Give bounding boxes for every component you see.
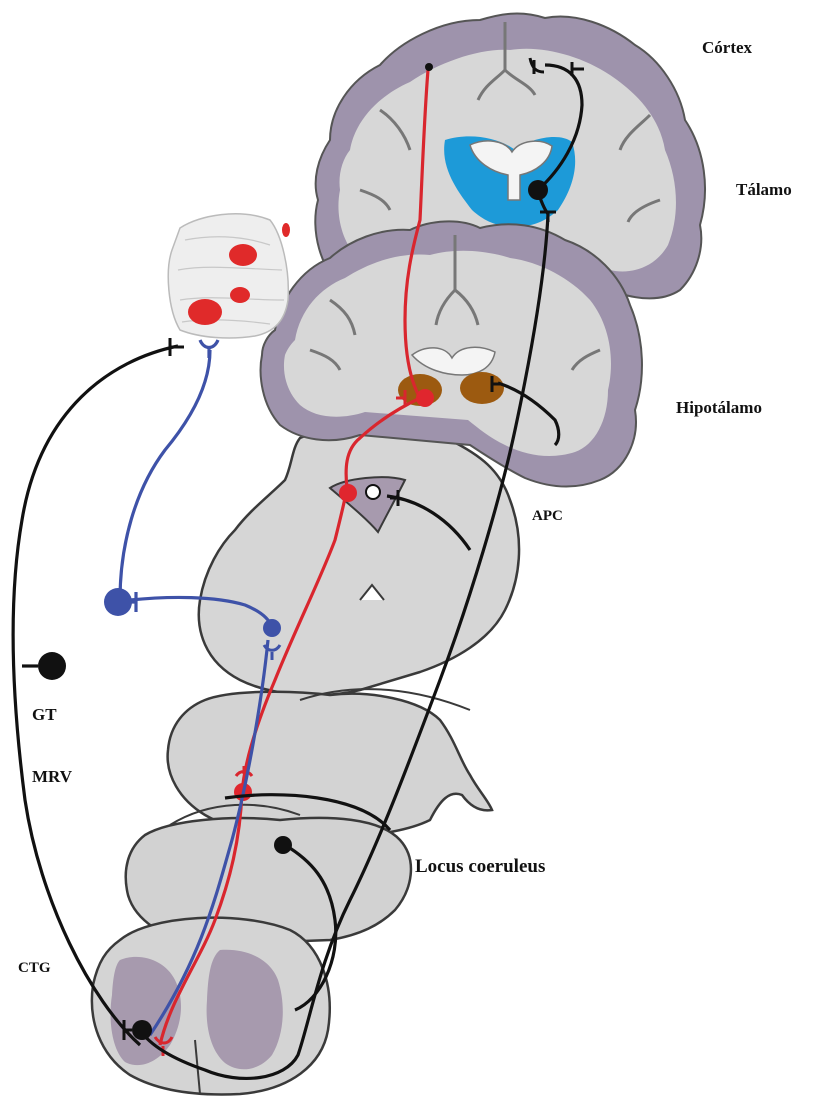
- label-gt: GT: [32, 705, 57, 725]
- pons: [199, 427, 519, 695]
- label-locus-coeruleus: Locus coeruleus: [415, 856, 545, 878]
- label-cortex: Córtex: [702, 38, 752, 58]
- label-thalamus: Tálamo: [736, 180, 792, 200]
- black-neuron-gt: [38, 652, 66, 680]
- black-neuron-ctg: [132, 1020, 152, 1040]
- black-synapse-skin: [170, 338, 184, 356]
- red-neuron-apc: [339, 484, 357, 502]
- label-hypothalamus: Hipotálamo: [676, 398, 762, 418]
- label-apc: APC: [532, 508, 563, 525]
- blue-neuron-large: [104, 588, 132, 616]
- black-neuron-thalamus: [528, 180, 548, 200]
- label-ctg: CTG: [18, 960, 51, 977]
- blue-synapse-skin: [200, 340, 218, 358]
- brainstem: [92, 427, 519, 1094]
- hypothalamus-right: [460, 372, 504, 404]
- apc-white-neuron: [366, 485, 380, 499]
- blue-neuron-small: [263, 619, 281, 637]
- black-neuron-locus: [274, 836, 292, 854]
- label-mrv: MRV: [32, 767, 72, 787]
- red-neuron-cortex: [425, 63, 433, 71]
- skin-receptor-icon: [168, 214, 290, 338]
- red-neuron-hypothalamus: [416, 389, 434, 407]
